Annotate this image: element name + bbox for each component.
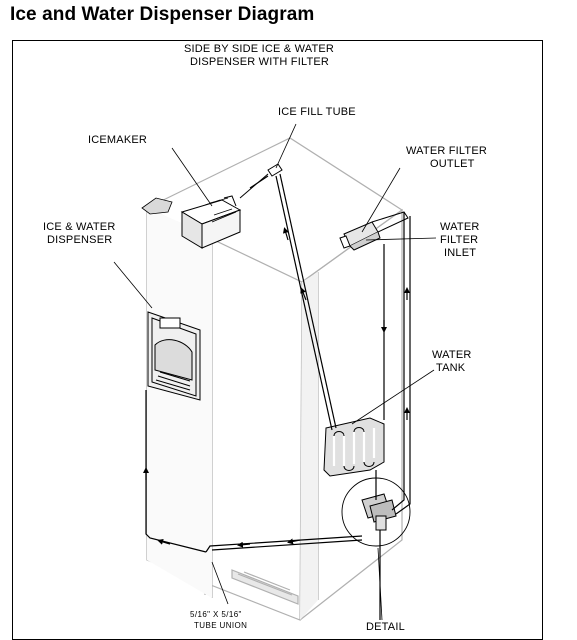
label-tube-union-2: TUBE UNION: [194, 621, 248, 630]
label-detail: DETAIL: [366, 621, 405, 633]
cabinet-shading: [147, 208, 318, 620]
leader-lines: [113, 123, 437, 621]
label-water-filter-inlet-3: INLET: [444, 247, 477, 259]
icemaker-unit: [180, 195, 242, 249]
label-water-filter-outlet-1: WATER FILTER: [406, 145, 488, 157]
label-ice-water-dispenser-1: ICE & WATER: [43, 221, 116, 233]
label-tube-union-1: 5/16" X 5/16": [190, 610, 242, 619]
water-valve: [361, 493, 397, 531]
dispenser-recess: [147, 311, 201, 401]
water-lines: [143, 173, 411, 620]
header-line2: DISPENSER WITH FILTER: [190, 56, 330, 68]
label-water-tank-2: TANK: [436, 362, 466, 374]
label-ice-fill-tube: ICE FILL TUBE: [278, 106, 356, 118]
water-filter-assembly: [339, 211, 409, 251]
header-line1: SIDE BY SIDE ICE & WATER: [184, 43, 335, 55]
label-icemaker: ICEMAKER: [88, 134, 148, 146]
label-water-filter-outlet-2: OUTLET: [430, 158, 475, 170]
label-ice-water-dispenser-2: DISPENSER: [47, 234, 113, 246]
water-tank: [323, 417, 385, 477]
label-water-filter-inlet-1: WATER: [440, 221, 480, 233]
hinge-cap: [141, 197, 173, 215]
label-water-filter-inlet-2: FILTER: [440, 234, 479, 246]
label-water-tank-1: WATER: [432, 349, 472, 361]
page-title: Ice and Water Dispenser Diagram: [10, 4, 315, 25]
